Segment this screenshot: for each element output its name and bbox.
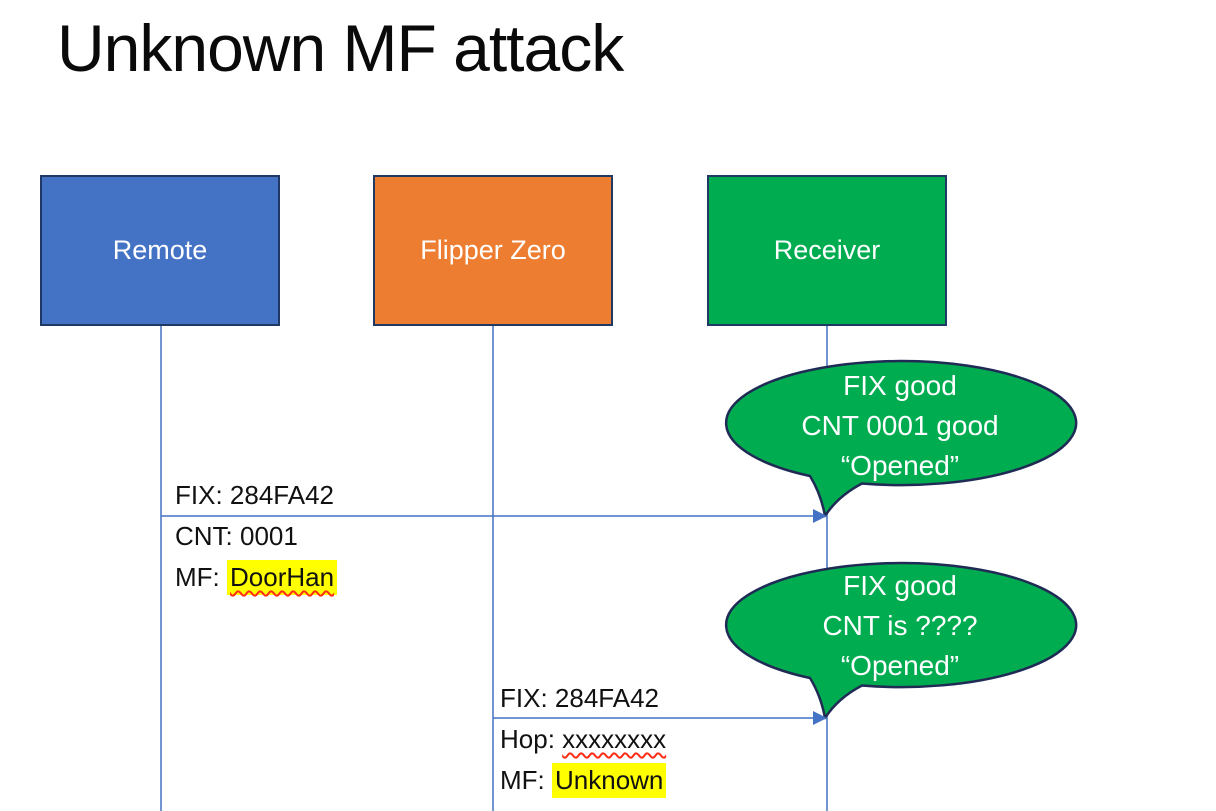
label-mf-prefix: MF: — [500, 765, 552, 795]
message-line-mf: MF: DoorHan — [175, 557, 338, 598]
label-hop-value: xxxxxxxx — [562, 724, 667, 754]
speech-bubble-1 — [724, 359, 1078, 518]
speech-bubble-2-text: FIX good CNT is ???? “Opened” — [725, 566, 1075, 686]
arrowhead-icon — [813, 711, 827, 725]
actor-box-flipper-zero: Flipper Zero — [373, 175, 613, 326]
message-line-fix: FIX: 284FA42 — [175, 475, 337, 516]
arrow-flipper-to-receiver — [493, 711, 827, 725]
label-hop-prefix: Hop: — [500, 724, 563, 754]
bubble-line: “Opened” — [840, 650, 960, 681]
label-fix-value: FIX: 284FA42 — [500, 683, 659, 713]
arrow-remote-to-receiver — [161, 509, 827, 523]
speech-bubble-2 — [724, 561, 1078, 720]
actor-label-receiver: Receiver — [773, 235, 881, 265]
message-line-mf: MF: Unknown — [500, 760, 667, 801]
arrowhead-icon — [813, 509, 827, 523]
label-mf-highlighted-value: Unknown — [552, 763, 667, 798]
message-line-fix: FIX: 284FA42 — [500, 678, 666, 719]
actor-box-receiver: Receiver — [707, 175, 947, 326]
message-labels-flipper-to-receiver: FIX: 284FA42 Hop: xxxxxxxx MF: Unknown — [500, 678, 667, 801]
label-fix-value: FIX: 284FA42 — [175, 480, 334, 510]
actor-label-flipper-zero: Flipper Zero — [420, 235, 566, 265]
bubble-line: FIX good — [843, 570, 957, 601]
label-mf-highlighted-value: DoorHan — [227, 560, 338, 595]
actor-label-remote: Remote — [112, 235, 208, 265]
message-line-cnt: CNT: 0001 — [175, 516, 337, 557]
bubble-line: “Opened” — [840, 450, 960, 481]
label-cnt-value: CNT: 0001 — [175, 521, 298, 551]
slide-title: Unknown MF attack — [57, 11, 624, 85]
message-labels-remote-to-receiver: FIX: 284FA42 CNT: 0001 MF: DoorHan — [175, 475, 338, 598]
bubble-line: CNT is ???? — [822, 610, 978, 641]
message-line-hop: Hop: xxxxxxxx — [500, 719, 666, 760]
label-mf-prefix: MF: — [175, 562, 227, 592]
bubble-line: FIX good — [843, 370, 957, 401]
actor-box-remote: Remote — [40, 175, 280, 326]
speech-bubble-1-text: FIX good CNT 0001 good “Opened” — [725, 366, 1075, 486]
bubble-line: CNT 0001 good — [801, 410, 999, 441]
